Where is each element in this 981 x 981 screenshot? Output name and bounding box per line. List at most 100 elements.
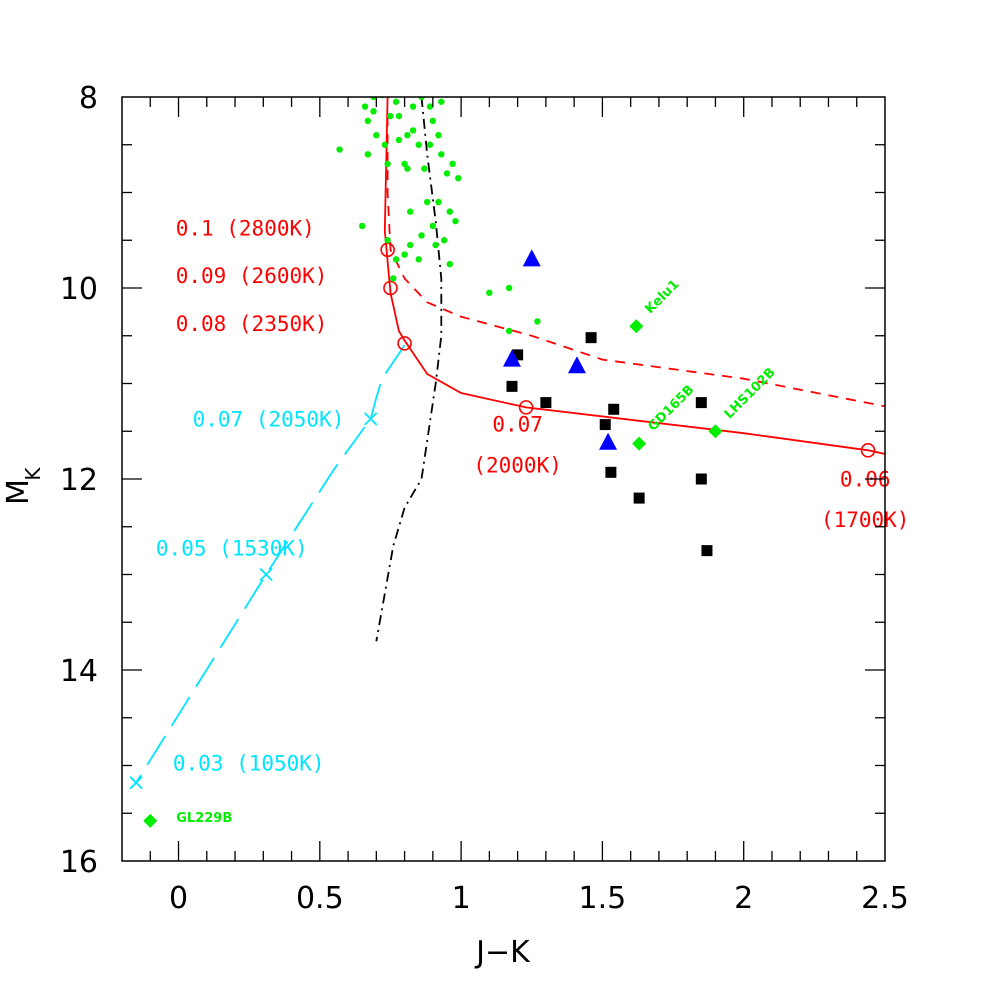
green-dot-point (409, 103, 417, 110)
cyan-track-marker (129, 776, 143, 790)
green-dot-point (359, 222, 366, 230)
plot-frame (121, 96, 886, 862)
green-dot-point (438, 151, 445, 158)
y-axis-title: M K (1, 467, 45, 505)
green-dot-point (384, 160, 391, 168)
series-line-red_solid (383, 97, 885, 455)
black-square-point (605, 466, 617, 478)
red-track-marker (518, 400, 534, 415)
object-label: Kelu1 (643, 277, 683, 317)
x-axis-title: J−K (474, 935, 531, 970)
x-tick-label: 1.5 (579, 881, 627, 916)
green-dot-point (452, 217, 459, 225)
green-dot-point (373, 132, 380, 139)
black-square-point (608, 403, 620, 415)
y-tick-label: 8 (79, 81, 98, 116)
green-dot-point (426, 103, 434, 110)
y-tick-label: 10 (60, 272, 98, 307)
blue-triangle-point (502, 349, 521, 367)
green-dot-point (401, 160, 408, 168)
cyan-track-marker (259, 567, 273, 582)
plot-area (129, 97, 885, 828)
green-dot-point (336, 146, 343, 153)
x-tick-label: 2 (734, 881, 753, 916)
y-tick-label: 16 (60, 845, 98, 880)
red-track-marker (383, 280, 398, 296)
green-diamond-point (629, 319, 644, 334)
green-dot-point (424, 198, 431, 206)
green-dot-point (426, 141, 434, 148)
green-dot-point (409, 127, 417, 134)
green-diamond-point (708, 424, 723, 439)
green-dot-point (370, 97, 377, 101)
green-dot-point (361, 103, 369, 110)
green-dot-point (440, 237, 448, 244)
green-dot-point (407, 208, 414, 215)
green-dot-point (418, 97, 425, 101)
blue-triangle-point (522, 249, 541, 267)
y-tick-label: 12 (60, 463, 98, 498)
black-square-point (512, 349, 524, 361)
green-dot-point (534, 318, 541, 325)
y-axis-title-sub: K (21, 467, 45, 481)
mass-label-red: (1700K) (821, 508, 910, 532)
green-dot-point (455, 174, 462, 182)
black-square-point (585, 332, 597, 344)
green-dot-point (449, 160, 456, 168)
object-label: LHS102B (722, 365, 779, 422)
green-dot-point (395, 112, 403, 120)
green-dot-point (364, 117, 372, 125)
y-axis-title-main: M (1, 479, 36, 505)
green-dot-point (404, 165, 411, 172)
green-dot-point (418, 232, 425, 239)
black-square-point (695, 473, 707, 485)
mass-label-cyan: 0.05 (1530K) (156, 536, 308, 560)
black-square-point (695, 397, 707, 409)
x-tick-label: 0.5 (296, 881, 344, 916)
x-tick-label: 1 (452, 881, 471, 916)
green-dot-point (486, 289, 493, 296)
black-square-point (633, 492, 645, 504)
mass-label-red: 0.1 (2800K) (176, 216, 315, 240)
green-dot-point (415, 256, 422, 263)
series-line-red_dashed (386, 116, 885, 408)
green-dot-point (421, 165, 428, 172)
green-dot-point (395, 136, 403, 144)
green-dot-point (443, 170, 451, 177)
green-dot-point (435, 198, 442, 206)
green-dot-point (435, 132, 442, 139)
mass-label-cyan: 0.03 (1050K) (173, 751, 325, 775)
green-dot-point (438, 98, 445, 105)
black-square-point (701, 545, 713, 557)
green-dot-point (401, 251, 408, 258)
green-dot-point (446, 208, 454, 215)
black-square-point (540, 397, 552, 409)
green-dot-point (505, 284, 513, 292)
green-dot-point (364, 151, 372, 158)
green-dot-point (429, 117, 437, 125)
mass-label-cyan: 0.07 (2050K) (193, 407, 345, 431)
mass-label-red: 0.09 (2600K) (176, 264, 328, 288)
green-dot-point (505, 327, 513, 335)
green-dot-point (429, 222, 437, 230)
green-dot-point (415, 141, 422, 148)
blue-triangle-point (599, 432, 618, 450)
red-track-marker (860, 443, 876, 458)
x-tick-label: 2.5 (861, 881, 909, 916)
red-track-marker (397, 336, 412, 351)
object-label: GL229B (176, 811, 232, 826)
green-dot-point (407, 241, 414, 249)
green-dot-point (370, 108, 377, 115)
black-square-point (506, 380, 518, 392)
green-diamond-point (632, 436, 647, 451)
green-dot-point (392, 98, 400, 105)
green-dot-point (381, 141, 389, 148)
green-diamond-point (143, 813, 158, 828)
mass-label-red: (2000K) (473, 453, 562, 477)
black-square-point (599, 419, 611, 431)
mass-label-red: 0.07 (492, 412, 543, 436)
green-dot-point (432, 241, 439, 249)
cyan-track-marker (364, 412, 378, 426)
